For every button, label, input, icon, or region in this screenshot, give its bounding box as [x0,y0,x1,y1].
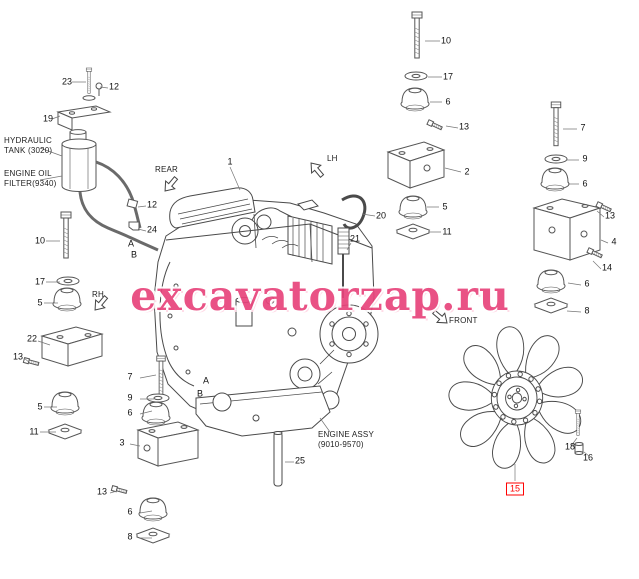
engine-assy-label: ENGINE ASSY (9010-9570) [318,430,374,449]
callout-12-3: 12 [146,199,158,210]
callout-2-19: 2 [464,166,470,177]
callout-13-36: 13 [96,486,108,497]
callout-17-16: 17 [442,71,454,82]
top-mount-assembly-drawing [386,11,446,240]
callout-13-11: 13 [12,351,24,362]
callout-22-10: 22 [26,333,38,344]
callout-6-34: 6 [127,407,133,418]
callout-6-26: 6 [582,178,588,189]
callout-7-24: 7 [580,122,586,133]
callout-1-14: 1 [227,156,233,167]
left-mount-assembly-drawing [22,211,104,440]
callout-24-4: 24 [146,224,158,235]
callout-11-13: 11 [29,426,39,437]
oil-filter-drawing [61,129,97,192]
rh-label: RH [92,290,104,299]
fan-drawing [444,321,588,472]
bracket-19-assembly-drawing [56,67,112,131]
callout-4-28: 4 [611,236,617,247]
engine-oil-filter-label: ENGINE OIL FILTER(9340) [4,169,57,188]
watermark-text: excavatorzap.ru [130,272,510,320]
callout-8-31: 8 [584,305,590,316]
callout-B-6: B [130,249,138,260]
callout-7-32: 7 [127,371,133,382]
fan-bolts-drawing [574,409,584,455]
callout-A-5: A [127,238,135,249]
callout-16-43: 16 [582,452,594,463]
callout-10-7: 10 [34,235,46,246]
right-mount-assembly-drawing [532,101,613,314]
callout-17-8: 17 [34,276,46,287]
hoses-drawing [78,160,159,252]
hydraulic-tank-label: HYDRAULIC TANK (3020) [4,136,53,155]
lh-label: LH [327,154,338,163]
callout-3-35: 3 [119,437,125,448]
rear-arrow-icon [159,173,182,196]
callout-15-44[interactable]: 15 [505,482,525,496]
callout-20-22: 20 [375,210,387,221]
rod-25-drawing [273,431,283,487]
callout-8-38: 8 [127,531,133,542]
callout-A-39: A [202,375,210,386]
callout-19-2: 19 [42,113,54,124]
callout-11-21: 11 [442,226,452,237]
callout-23-0: 23 [61,76,73,87]
callout-6-37: 6 [127,506,133,517]
callout-5-12: 5 [37,401,43,412]
bottom-mount-assembly-drawing [110,355,200,544]
callout-9-25: 9 [582,153,588,164]
callout-5-9: 5 [37,297,43,308]
callout-12-1: 12 [108,81,120,92]
callout-5-20: 5 [442,201,448,212]
part-21-drawing [337,227,350,298]
rear-label: REAR [155,165,179,174]
callout-14-29: 14 [601,262,613,273]
leader-lines [23,40,609,539]
front-label: FRONT [449,316,478,325]
callout-B-40: B [196,388,204,399]
callout-10-15: 10 [440,35,452,46]
callout-13-18: 13 [458,121,470,132]
fitting-12-24-drawing [126,198,140,231]
callout-13-27: 13 [604,210,616,221]
callout-6-30: 6 [584,278,590,289]
callout-9-33: 9 [127,392,133,403]
callout-25-41: 25 [294,455,306,466]
engine-drawing [153,187,379,437]
callout-6-17: 6 [445,96,451,107]
callout-21-23: 21 [349,233,361,244]
lh-arrow-icon [305,158,328,181]
callout-18-42: 18 [564,441,576,452]
